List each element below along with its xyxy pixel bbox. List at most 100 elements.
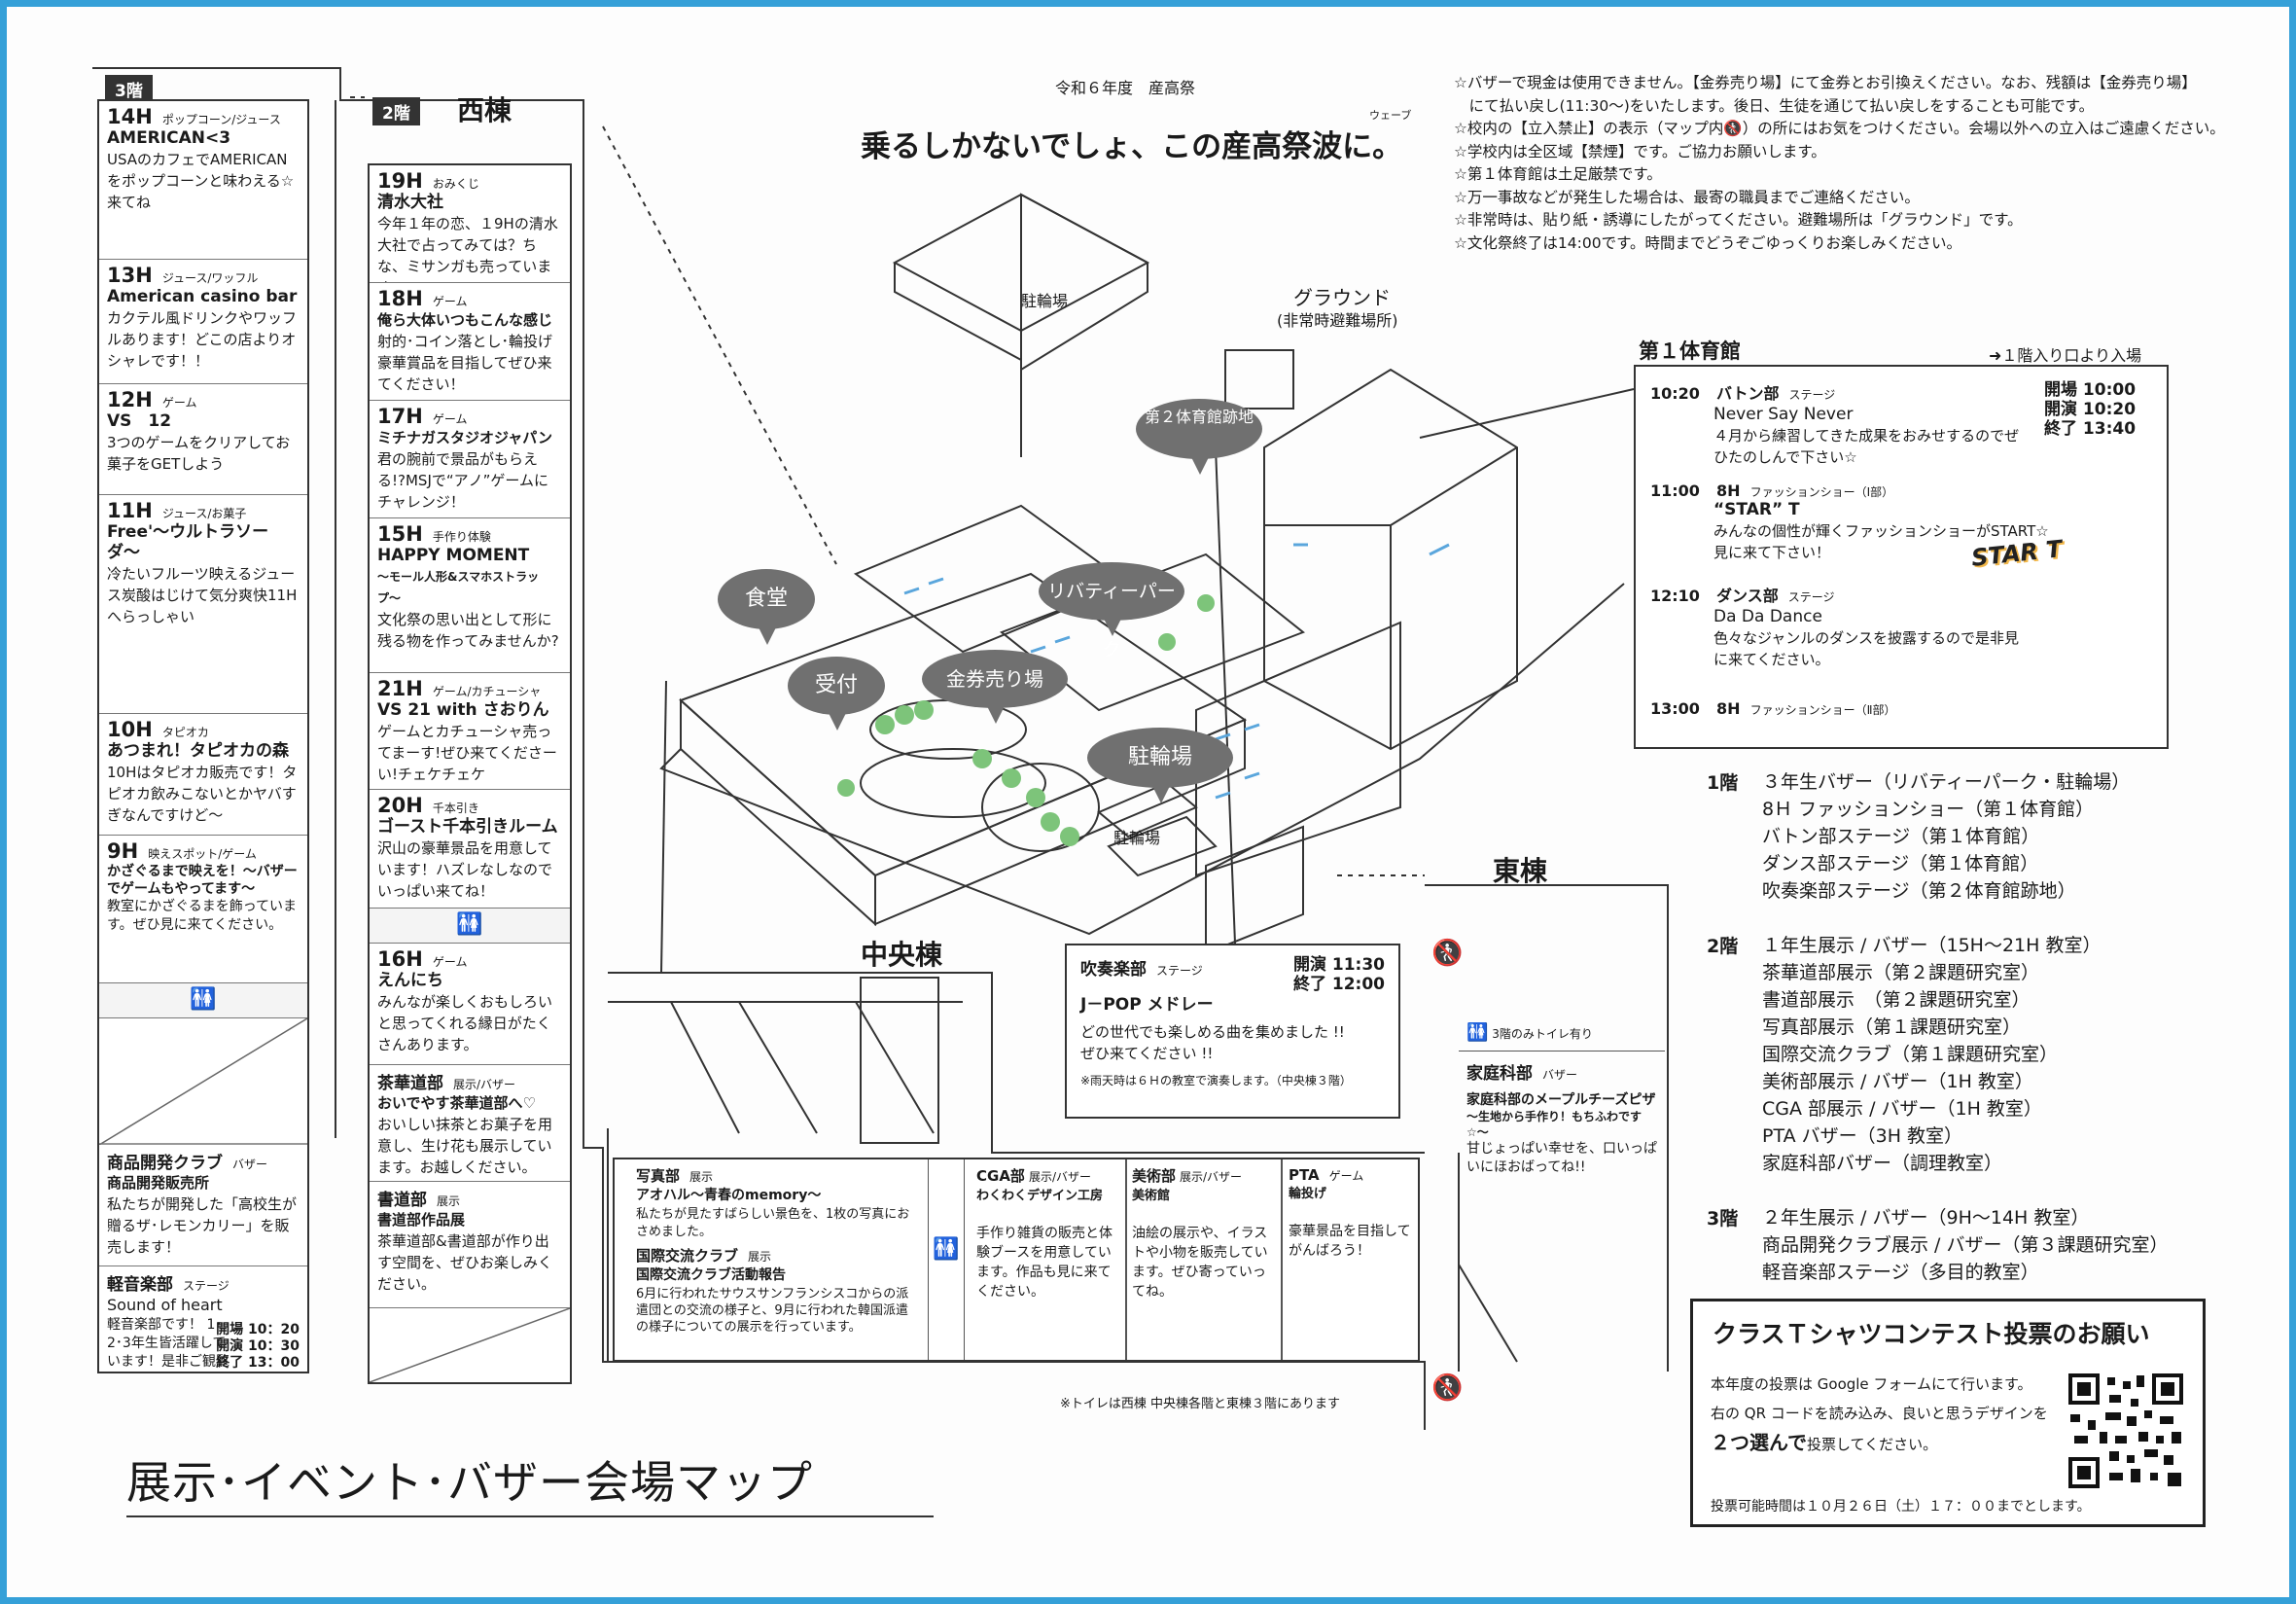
start-time: 開演 11:30 — [1292, 955, 1385, 975]
tshirt-line: 本年度の投票は Google フォームにて行います。 — [1711, 1375, 2032, 1393]
booth-name: アオハル〜青春のmemory〜 — [636, 1188, 822, 1203]
club-entry[interactable]: 家庭科部バザー 家庭科部のメープルチーズピザ 〜生地から手作り！もちふわです☆〜… — [1466, 1059, 1661, 1177]
notice-item: にて払い戻し(11:30〜)をいたします。後日、生徒を通じて払い戻しをすることも… — [1454, 96, 2095, 115]
booth-name: 清水大社 — [377, 193, 443, 212]
gym1-entry-note: ➜１階入り口より入場 — [1989, 342, 2141, 366]
booth-desc: USAのカフェでAMERICANをポップコーンと味わえる☆来てね — [107, 151, 295, 211]
room-number: 10H — [107, 718, 153, 741]
qr-code-icon[interactable] — [2066, 1372, 2185, 1490]
booth-name: AMERICAN<3 — [107, 128, 231, 148]
toilet-icon: 🚻 — [1466, 1022, 1489, 1043]
gym1-entry-text: １階入り口より入場 — [2001, 346, 2142, 365]
toilet-location-note: ※トイレは西棟 中央棟各階と東棟３階にあります — [1060, 1397, 1341, 1411]
room-number: 11H — [107, 499, 153, 522]
room-tag: ゲーム/カチューシャ — [432, 685, 542, 698]
club-tag: 展示/バザー — [453, 1078, 516, 1091]
ground-sublabel: (非常時避難場所) — [1277, 311, 1398, 330]
booth-desc: 文化祭の思い出として形に残る物を作ってみませんか? — [377, 611, 559, 650]
booth-desc: 3つのゲームをクリアしてお菓子をGETしよう — [107, 434, 291, 473]
floor-item: PTA バザー（3H 教室） — [1762, 1125, 1963, 1147]
club-name: 吹奏楽部 — [1080, 960, 1147, 980]
club-entry[interactable]: 商品開発クラブバザー 商品開発販売所 私たちが開発した「高校生が贈るザ･レモンカ… — [99, 1145, 307, 1266]
club-entry[interactable]: 国際交流クラブ展示 国際交流クラブ活動報告 6月に行われたサウスサンフランシスコ… — [636, 1245, 918, 1336]
club-entry[interactable]: 茶華道部展示/バザー おいでやす茶華道部へ♡ おいしい抹茶とお菓子を用意し、生け… — [370, 1065, 570, 1182]
notice-item: ☆校内の【立入禁止】の表示（マップ内🚷）の所にはお気をつけください。会場以外への… — [1454, 120, 2225, 137]
booth-desc: みんなが楽しくおもしろいと思ってくれる縁日がたくさんあります。 — [377, 993, 553, 1053]
slogan: 乗るしかないでしょ、この産高祭波に。 — [861, 129, 1403, 164]
bubble-bicycle-parking[interactable]: 駐輪場 — [1087, 728, 1233, 803]
end-time: 終了 13：00 — [216, 1355, 300, 1371]
floor-item: 商品開発クラブ展示 / バザー（第３課題研究室） — [1762, 1234, 2169, 1256]
booth-name: かざぐるまで映えを！〜バザーでゲームもやってます〜 — [107, 864, 298, 897]
notice-item: ☆学校内は全区域【禁煙】です。ご協力お願いします。 — [1454, 142, 1826, 160]
club-entry[interactable]: 軽音楽部ステージ Sound of heart 軽音楽部です！ 1･2･3年生皆… — [99, 1266, 307, 1372]
end-time: 終了 12:00 — [1292, 975, 1385, 994]
central-building-label: 中央棟 — [861, 939, 943, 971]
bubble-reception[interactable]: 受付 — [788, 657, 885, 731]
booth-name: 俺ら大体いつもこんな感じ — [377, 311, 553, 329]
brass-band-panel[interactable]: 吹奏楽部ステージ 開演 11:30 終了 12:00 J－POP メドレー どの… — [1065, 944, 1400, 1119]
floor-item: ３年生バザー（リバティーパーク・駐輪場） — [1762, 771, 2131, 793]
room-number: 18H — [377, 287, 423, 310]
bubble-ticket-booth[interactable]: 金券売り場 — [922, 650, 1068, 724]
room-tag: ポップコーン/ジュース — [161, 113, 281, 126]
bubble-cafeteria[interactable]: 食堂 — [718, 569, 815, 645]
gym1-desc: ４月から練習してきた成果をおみせするのでぜひたのしんで下さい☆ — [1713, 427, 2020, 466]
notice-list: ☆バザーで現金は使用できません。【金券売り場】にて金券とお引換えください。なお、… — [1454, 72, 2261, 255]
club-name: 書道部 — [377, 1191, 427, 1210]
divider — [1281, 1159, 1283, 1360]
room-tag: タピオカ — [161, 726, 209, 739]
club-name: 茶華道部 — [377, 1074, 443, 1093]
start-time: 開演 10:20 — [2044, 400, 2137, 419]
tshirt-instructions: 本年度の投票は Google フォームにて行います。 右の QR コードを読み込… — [1711, 1370, 2070, 1459]
club-name: 美術部 — [1132, 1167, 1177, 1185]
bubble-gym2-site[interactable]: 第２体育館跡地 — [1136, 399, 1262, 475]
toilet-icon: 🚻 — [928, 1159, 965, 1360]
room-number: 9H — [107, 839, 139, 863]
club-tag: 展示/バザー — [1028, 1170, 1091, 1184]
booth-name: おいでやす茶華道部へ♡ — [377, 1094, 536, 1112]
booth-desc: 私たちが開発した「高校生が贈るザ･レモンカリー」を販売します！ — [107, 1195, 298, 1256]
bubble-liberty-park[interactable]: リバティーパーク — [1039, 562, 1184, 660]
room-tag: 千本引き — [432, 802, 479, 815]
club-entry[interactable]: 美術部展示/バザー 美術館 油絵の展示や、イラストや小物を販売しています。ぜひ寄… — [1132, 1165, 1278, 1301]
club-entry[interactable]: 写真部展示 アオハル〜青春のmemory〜 私たちが見たすばらしい景色を、1枚の… — [636, 1165, 918, 1241]
gym1-item[interactable]: 12:10 ダンス部ステージ Da Da Dance 色々なジャンルのダンスを披… — [1650, 583, 2156, 670]
booth-desc: 甘じょっぱい幸せを、口いっぱいにほおばってね!! — [1466, 1141, 1657, 1175]
booth-name: VS 12 — [107, 411, 172, 431]
club-name: CGA部 — [976, 1167, 1025, 1185]
room-number: 20H — [377, 794, 423, 817]
room-tag: 手作り体験 — [432, 530, 491, 544]
booth-desc: 軽音楽部です！ 1･2･3年生皆活躍しています！是非ご観覧ください！ — [107, 1317, 230, 1370]
club-entry[interactable]: 書道部展示 書道部作品展 茶華道部&書道部が作り出す空間を、ぜひお楽しみください… — [370, 1182, 570, 1308]
tshirt-contest-panel: クラスＴシャツコンテスト投票のお願い 本年度の投票は Google フォームにて… — [1690, 1299, 2206, 1527]
room-number: 17H — [377, 405, 423, 428]
gym1-item[interactable]: 10:20 バトン部ステージ Never Say Never ４月から練習してき… — [1650, 380, 2156, 468]
east-booth-panel: 🚻 3階のみトイレ有り 家庭科部バザー 家庭科部のメープルチーズピザ 〜生地から… — [1459, 1016, 1665, 1201]
floor-items: ２年生展示 / バザー（9H〜14H 教室） 商品開発クラブ展示 / バザー（第… — [1762, 1204, 2168, 1286]
room-number: 15H — [377, 522, 423, 546]
club-name: PTA — [1289, 1166, 1320, 1184]
booth-name: HAPPY MOMENT — [377, 546, 530, 565]
slogan-ruby: ウェーブ — [1369, 109, 1412, 122]
club-entry[interactable]: CGA部展示/バザー わくわくデザイン工房 手作り雑貨の販売と体験ブースを用意し… — [976, 1165, 1122, 1301]
tshirt-deadline: 投票可能時間は１０月２６日（土）１７：００までとします。 — [1711, 1499, 2091, 1515]
floor-item: ２年生展示 / バザー（9H〜14H 教室） — [1762, 1207, 2090, 1229]
booth-desc: 私たちが見たすばらしい景色を、1枚の写真におさめました。 — [636, 1207, 910, 1239]
